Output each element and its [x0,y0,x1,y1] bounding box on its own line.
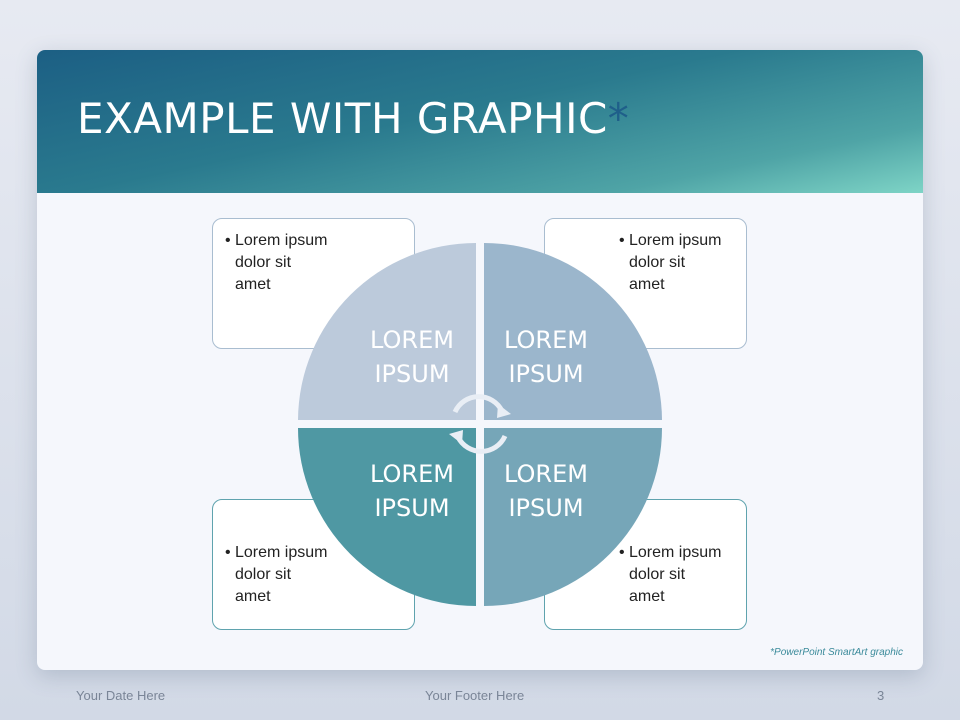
bullet-item: • Lorem ipsum dolor sit amet [225,232,328,293]
smartart-note: *PowerPoint SmartArt graphic [770,647,903,658]
quadrant-label-bottom-right: LOREM IPSUM [504,460,588,522]
quadrant-top-right[interactable] [484,243,662,420]
slide-card: EXAMPLE WITH GRAPHIC* • Lorem ipsum dolo… [37,50,923,670]
quadrant-label-top-right: LOREM IPSUM [504,326,588,388]
slide-header: EXAMPLE WITH GRAPHIC* [37,50,923,193]
bullet-item: • Lorem ipsum dolor sit amet [225,544,328,605]
cycle-arrows-icon [452,394,508,454]
bullet-item: • Lorem ipsum dolor sit amet [619,544,722,605]
bullet-item: • Lorem ipsum dolor sit amet [619,232,722,293]
footer-text: Your Footer Here [425,688,525,703]
slide-title-text: EXAMPLE WITH GRAPHIC [77,94,608,143]
quadrant-label-bottom-left: LOREM IPSUM [370,460,454,522]
slide-title: EXAMPLE WITH GRAPHIC* [77,94,629,143]
quadrant-bottom-left[interactable] [298,428,476,606]
quadrant-label-top-left: LOREM IPSUM [370,326,454,388]
title-asterisk: * [607,94,630,143]
cycle-matrix-graphic [298,243,662,606]
page-number: 3 [877,688,885,703]
quadrant-top-left[interactable] [298,243,476,420]
arrowhead-icon [449,404,511,444]
quadrant-bottom-right[interactable] [484,428,662,606]
footer-date: Your Date Here [76,688,166,703]
